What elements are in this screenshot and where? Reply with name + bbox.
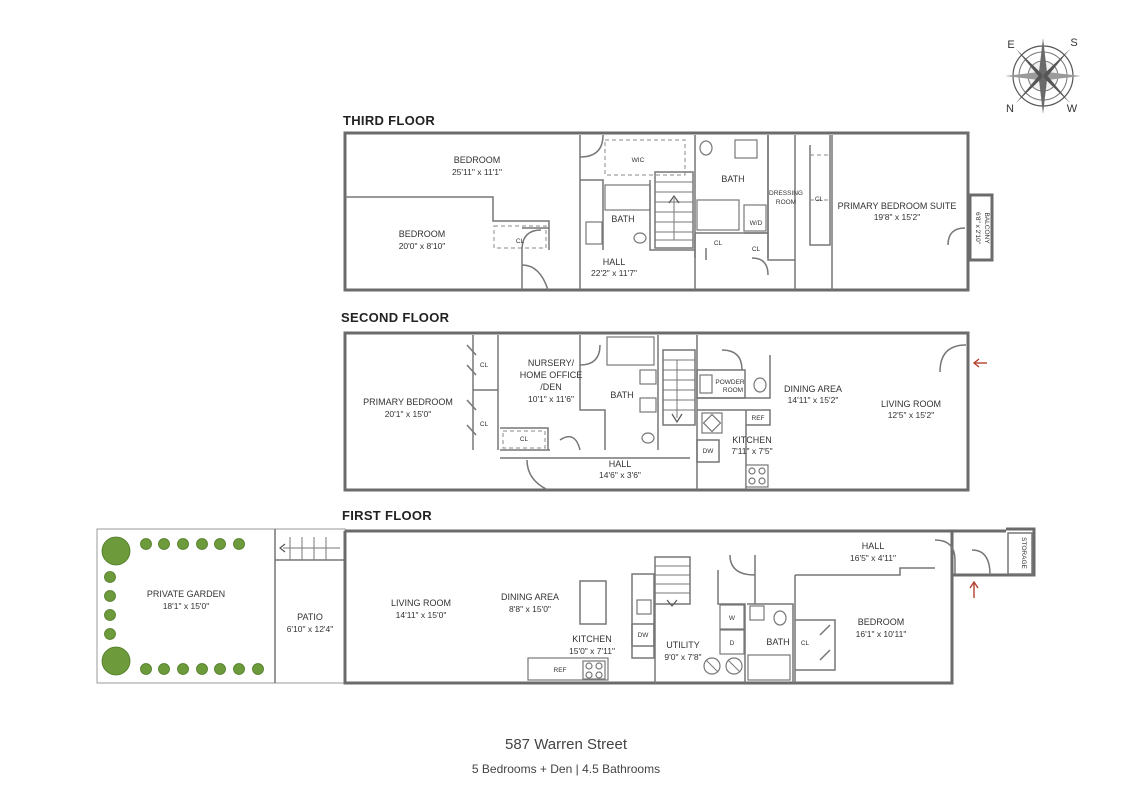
- first-kitchen-name: KITCHEN: [572, 634, 612, 644]
- third-bath-b: BATH: [721, 174, 744, 184]
- third-primary-suite-name: PRIMARY BEDROOM SUITE: [838, 201, 957, 211]
- second-kitchen-name: KITCHEN: [732, 435, 772, 445]
- third-cl-d: CL: [815, 196, 824, 203]
- first-utility-dims: 9'0" x 7'8": [664, 652, 701, 662]
- first-bedroom-name: BEDROOM: [858, 617, 905, 627]
- third-floor: THIRD FLOOR: [343, 113, 994, 292]
- third-wic: WIC: [632, 157, 645, 164]
- first-living-name: LIVING ROOM: [391, 598, 451, 608]
- first-washer: W: [729, 615, 736, 622]
- third-cl-c: CL: [752, 246, 761, 253]
- third-floor-outline: [343, 131, 970, 292]
- second-ref: REF: [752, 415, 765, 422]
- compass-w-label: W: [1067, 103, 1078, 115]
- first-living-dims: 14'11" x 15'0": [396, 610, 447, 620]
- compass-icon: E S N W: [1005, 37, 1081, 115]
- first-bedroom-dims: 16'1" x 10'11": [856, 629, 907, 639]
- second-nursery-l2: HOME OFFICE: [520, 370, 583, 380]
- second-bath: BATH: [610, 390, 633, 400]
- second-primary-bedroom-name: PRIMARY BEDROOM: [363, 397, 453, 407]
- first-floor-outline: [343, 527, 1036, 685]
- second-powder-l1: POWDER: [715, 379, 745, 386]
- second-floor: SECOND FLOOR: [341, 310, 987, 492]
- second-dining-dims: 14'11" x 15'2": [788, 395, 839, 405]
- garden-dims: 18'1" x 15'0": [163, 601, 210, 611]
- balcony-name: BALCONY: [983, 212, 990, 244]
- third-bedroom-b-dims: 20'0" x 8'10": [399, 241, 446, 251]
- first-hall-dims: 16'5" x 4'11": [850, 553, 896, 563]
- second-nursery-l3: /DEN: [540, 382, 562, 392]
- garden-outline: [96, 528, 346, 684]
- second-floor-outline: [343, 331, 970, 492]
- first-dining-name: DINING AREA: [501, 592, 559, 602]
- second-dining-name: DINING AREA: [784, 384, 842, 394]
- third-bath-a: BATH: [611, 214, 634, 224]
- third-bedroom-a-dims: 25'11" x 11'1": [452, 167, 502, 177]
- first-storage: STORAGE: [1020, 537, 1027, 569]
- second-nursery-dims: 10'1" x 11'6": [528, 394, 574, 404]
- second-cl-c: CL: [520, 436, 529, 443]
- garden-shrubs: [101, 536, 264, 676]
- second-primary-bedroom-dims: 20'1" x 15'0": [385, 409, 432, 419]
- compass-n-label: N: [1006, 103, 1014, 115]
- third-wd: W/D: [750, 220, 763, 227]
- third-hall-dims: 22'2" x 11'7": [591, 268, 637, 278]
- second-nursery-l1: NURSERY/: [528, 358, 575, 368]
- first-dw: DW: [638, 632, 650, 639]
- first-cl: CL: [801, 640, 810, 647]
- second-powder-l2: ROOM: [723, 387, 743, 394]
- second-hall-name: HALL: [609, 459, 632, 469]
- third-cl-a: CL: [516, 238, 525, 245]
- third-dressing-l1: DRESSING: [769, 190, 803, 197]
- second-living-dims: 12'5" x 15'2": [888, 410, 935, 420]
- second-floor-title: SECOND FLOOR: [341, 310, 450, 325]
- second-hall-dims: 14'6" x 3'6": [599, 470, 641, 480]
- balcony-dims: 6'8" x 2'10": [974, 212, 981, 245]
- third-bedroom-a-name: BEDROOM: [454, 155, 501, 165]
- third-primary-suite-dims: 19'8" x 15'2": [874, 212, 921, 222]
- third-dressing-l2: ROOM: [776, 199, 796, 206]
- patio-name: PATIO: [297, 612, 323, 622]
- first-ref: REF: [554, 667, 567, 674]
- second-cl-b: CL: [480, 421, 489, 428]
- third-bedroom-b-name: BEDROOM: [399, 229, 446, 239]
- balcony-outline: [968, 193, 994, 262]
- first-utility-name: UTILITY: [666, 640, 700, 650]
- property-summary: 5 Bedrooms + Den | 4.5 Bathrooms: [471, 762, 661, 776]
- first-dryer: D: [730, 640, 735, 647]
- compass-s-label: S: [1070, 37, 1077, 49]
- first-floor: FIRST FLOOR: [96, 508, 1036, 685]
- second-cl-a: CL: [480, 362, 489, 369]
- first-dining-dims: 8'8" x 15'0": [509, 604, 551, 614]
- first-hall-name: HALL: [862, 541, 885, 551]
- compass-e-label: E: [1007, 39, 1014, 51]
- second-kitchen-dims: 7'11" x 7'5": [731, 446, 772, 456]
- first-floor-title: FIRST FLOOR: [342, 508, 432, 523]
- second-dw: DW: [703, 448, 715, 455]
- third-floor-title: THIRD FLOOR: [343, 113, 435, 128]
- third-hall-name: HALL: [603, 257, 626, 267]
- third-cl-b: CL: [714, 240, 723, 247]
- garden-name: PRIVATE GARDEN: [147, 589, 225, 599]
- first-bath: BATH: [766, 637, 789, 647]
- patio-dims: 6'10" x 12'4": [287, 624, 334, 634]
- address: 587 Warren Street: [505, 736, 627, 753]
- second-living-name: LIVING ROOM: [881, 399, 941, 409]
- first-kitchen-dims: 15'0" x 7'11": [569, 646, 615, 656]
